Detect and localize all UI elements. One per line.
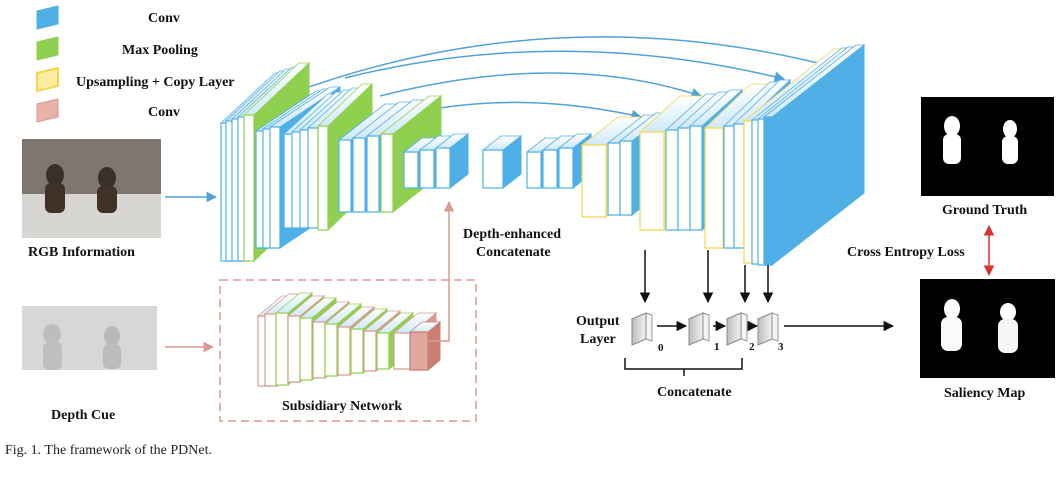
legend: Conv Max Pooling Upsampling + Copy Layer… xyxy=(36,5,235,123)
rgb-image xyxy=(22,139,161,238)
loss-label: Cross Entropy Loss xyxy=(847,245,965,260)
legend-conv-label: Conv xyxy=(148,11,180,26)
legend-pool-label: Max Pooling xyxy=(122,43,198,58)
subsidiary-network-box xyxy=(219,279,477,422)
final-conv-layer xyxy=(762,43,866,267)
saliency-label: Saliency Map xyxy=(944,386,1025,401)
depth-label: Depth Cue xyxy=(51,408,115,423)
output-box-2 xyxy=(725,312,749,346)
skip-arrow-2 xyxy=(344,50,786,82)
output-box-1 xyxy=(687,312,711,346)
ground-truth-image xyxy=(921,97,1054,196)
legend-subconv-label: Conv xyxy=(148,105,180,120)
figure-caption: Fig. 1. The framework of the PDNet. xyxy=(5,443,212,458)
depth-concat-label-line1: Depth-enhanced xyxy=(463,227,561,242)
output-box-3 xyxy=(756,312,780,346)
legend-conv-swatch xyxy=(36,5,59,30)
rgb-label: RGB Information xyxy=(28,245,135,260)
legend-up-label: Upsampling + Copy Layer xyxy=(76,75,235,90)
saliency-map-image xyxy=(920,279,1055,378)
legend-up-swatch xyxy=(36,66,59,93)
down-arrows xyxy=(639,250,774,304)
output-box-0 xyxy=(630,312,654,346)
subsidiary-final-conv xyxy=(408,320,442,372)
skip-arrow-4 xyxy=(411,101,643,121)
output-layer-label-line2: Layer xyxy=(580,332,616,347)
subsidiary-network-layers xyxy=(256,291,442,388)
output-layer-boxes xyxy=(630,312,780,346)
skip-arrow-1 xyxy=(291,36,840,94)
depth-enhanced-arrow xyxy=(428,200,455,342)
output-index-2: 2 xyxy=(749,341,755,353)
conv-layer-17 xyxy=(481,134,523,190)
output-index-0: 0 xyxy=(658,342,664,354)
main-network-layers xyxy=(219,43,866,267)
output-index-1: 1 xyxy=(714,341,720,353)
legend-pool-swatch xyxy=(36,36,59,61)
subsidiary-label: Subsidiary Network xyxy=(282,399,402,414)
legend-subconv-swatch xyxy=(36,98,59,123)
skip-arrow-3 xyxy=(379,72,702,99)
depth-image xyxy=(22,306,157,401)
concatenate-bracket xyxy=(624,358,743,376)
ground-truth-label: Ground Truth xyxy=(942,203,1027,218)
concatenate-label: Concatenate xyxy=(657,385,732,400)
output-layer-label-line1: Output xyxy=(576,314,620,329)
conv-layer-16 xyxy=(434,132,470,190)
output-index-3: 3 xyxy=(778,341,784,353)
depth-concat-label-line2: Concatenate xyxy=(476,245,551,260)
